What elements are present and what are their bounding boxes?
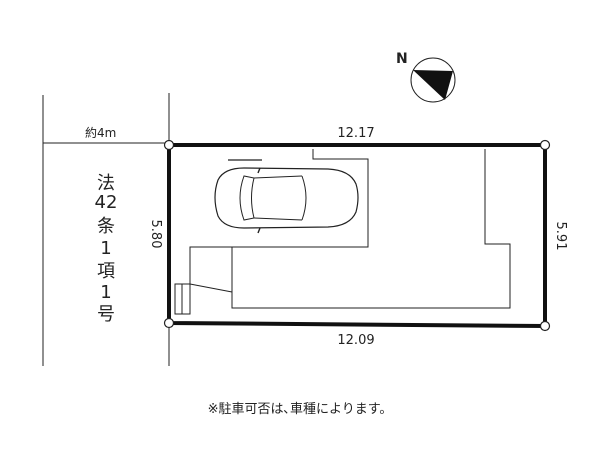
dimension-bottom: 12.09 bbox=[337, 333, 374, 348]
car-mirror bbox=[257, 167, 261, 174]
entry-steps bbox=[174, 283, 233, 315]
compass-north-label: N bbox=[396, 51, 408, 67]
car-roof-edge bbox=[253, 217, 303, 221]
road-designation-char: 条 bbox=[97, 216, 115, 237]
dimension-left: 5.80 bbox=[148, 220, 163, 249]
building-outline-lower bbox=[231, 149, 511, 309]
road-designation-char: 42 bbox=[95, 192, 118, 213]
car-roof-edge bbox=[253, 175, 303, 179]
road-designation-char: 1 bbox=[100, 238, 111, 259]
compass: N bbox=[396, 51, 456, 103]
corner-marker bbox=[163, 317, 175, 329]
road-designation-char: 法 bbox=[97, 173, 115, 194]
building-outline-upper bbox=[189, 149, 369, 308]
road-designation: 法 42 条 1 項 1 号 bbox=[95, 173, 118, 325]
road-designation-char: 1 bbox=[100, 282, 111, 303]
step-line bbox=[189, 283, 233, 293]
car-icon bbox=[214, 159, 359, 234]
corner-marker bbox=[539, 320, 551, 332]
corner-marker bbox=[539, 139, 551, 151]
lot-corner-markers bbox=[163, 139, 551, 332]
building-footprint bbox=[189, 149, 511, 309]
dimension-top: 12.17 bbox=[337, 126, 374, 141]
road-designation-char: 項 bbox=[97, 261, 115, 282]
parking-note: ※駐車可否は､車種によります。 bbox=[207, 402, 393, 417]
car-rear-window bbox=[301, 175, 307, 221]
car-body bbox=[214, 167, 359, 229]
road-width-label: 約4m bbox=[85, 125, 116, 140]
corner-marker bbox=[163, 139, 175, 151]
car-mirror bbox=[257, 227, 261, 234]
dimension-right: 5.91 bbox=[553, 222, 568, 251]
compass-arrow-icon bbox=[413, 70, 453, 100]
road-designation-char: 号 bbox=[97, 304, 115, 325]
